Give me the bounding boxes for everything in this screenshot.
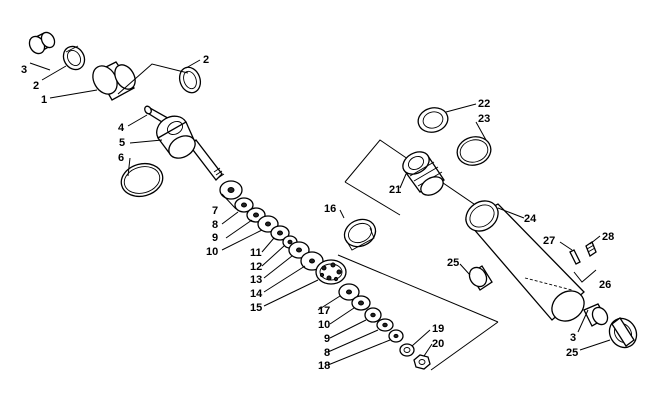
callout-4: 4 bbox=[118, 122, 125, 134]
callout-6: 6 bbox=[118, 152, 124, 164]
assembly-box-top bbox=[344, 139, 516, 233]
callout-9-upper: 9 bbox=[212, 232, 218, 244]
callout-17: 17 bbox=[318, 305, 330, 317]
callout-1: 1 bbox=[41, 94, 47, 106]
part-3-bushing-right bbox=[583, 303, 609, 327]
callout-12: 12 bbox=[250, 261, 262, 273]
callout-9-lower: 9 bbox=[324, 333, 330, 345]
part-5-shaft-eye-housing bbox=[156, 115, 196, 159]
part-20-nut bbox=[413, 354, 431, 370]
callout-8-upper: 8 bbox=[212, 219, 218, 231]
callout-3-right: 3 bbox=[570, 332, 576, 344]
part-24-cylinder-body bbox=[464, 200, 585, 322]
assembly-box-diagonal bbox=[337, 254, 499, 323]
part-6-o-ring bbox=[120, 162, 164, 198]
part-21-reservoir-cap bbox=[402, 151, 445, 196]
callout-2-right: 2 bbox=[203, 54, 209, 66]
callout-23: 23 bbox=[478, 113, 490, 125]
part-22-seal bbox=[417, 107, 449, 133]
part-17-washer bbox=[338, 283, 360, 301]
part-2-spacer-left bbox=[62, 45, 86, 71]
part-19-washer bbox=[399, 343, 415, 357]
callout-25-right: 25 bbox=[566, 347, 578, 359]
callout-25-cylinder: 25 bbox=[447, 257, 459, 269]
callout-2-left: 2 bbox=[33, 80, 39, 92]
callout-7: 7 bbox=[212, 205, 218, 217]
callout-10-lower: 10 bbox=[318, 319, 330, 331]
part-25-bushing-cylinder bbox=[468, 265, 493, 291]
callout-24: 24 bbox=[524, 213, 537, 225]
part-7-washer bbox=[219, 180, 243, 200]
callout-18: 18 bbox=[318, 360, 330, 372]
callout-20: 20 bbox=[432, 338, 444, 350]
part-23-o-ring bbox=[456, 136, 492, 166]
part-8-washer bbox=[234, 197, 254, 213]
callout-26: 26 bbox=[599, 279, 611, 291]
part-15-piston bbox=[315, 259, 347, 285]
callout-15: 15 bbox=[250, 302, 262, 314]
part-18-washer bbox=[388, 329, 404, 343]
callout-21: 21 bbox=[389, 184, 401, 196]
assembly-box-bottom bbox=[430, 321, 499, 371]
callout-22: 22 bbox=[478, 98, 490, 110]
part-2-spacer-right bbox=[178, 66, 202, 94]
part-9-washer-lower bbox=[364, 307, 382, 323]
leader-lines bbox=[29, 59, 611, 366]
callout-5: 5 bbox=[119, 137, 125, 149]
callout-16: 16 bbox=[324, 203, 336, 215]
callout-3-left: 3 bbox=[21, 64, 27, 76]
assembly-box-left bbox=[344, 181, 401, 216]
assembly-line-1-2 bbox=[117, 63, 189, 95]
callout-labels: 3 2 1 2 4 5 6 7 8 9 10 11 12 13 14 15 16… bbox=[21, 54, 614, 372]
callout-14: 14 bbox=[250, 288, 263, 300]
part-28-valve-cap bbox=[585, 241, 597, 257]
callout-11: 11 bbox=[250, 247, 262, 259]
part-16-piston-ring bbox=[343, 218, 377, 251]
callout-28: 28 bbox=[602, 231, 614, 243]
bracket-26 bbox=[573, 269, 597, 283]
callout-8-lower: 8 bbox=[324, 347, 330, 359]
part-10-washer-lower bbox=[351, 295, 371, 311]
part-8-washer-lower bbox=[376, 318, 394, 332]
part-14-washer bbox=[300, 251, 324, 271]
part-11-washer bbox=[270, 225, 290, 241]
part-27-valve-core bbox=[569, 249, 581, 265]
part-3-bushing-left bbox=[28, 31, 56, 55]
part-1-eyelet bbox=[92, 61, 136, 101]
callout-27: 27 bbox=[543, 235, 555, 247]
part-25-bushing-right bbox=[608, 317, 638, 349]
callout-10-upper: 10 bbox=[206, 246, 218, 258]
callout-13: 13 bbox=[250, 274, 262, 286]
callout-19: 19 bbox=[432, 323, 444, 335]
